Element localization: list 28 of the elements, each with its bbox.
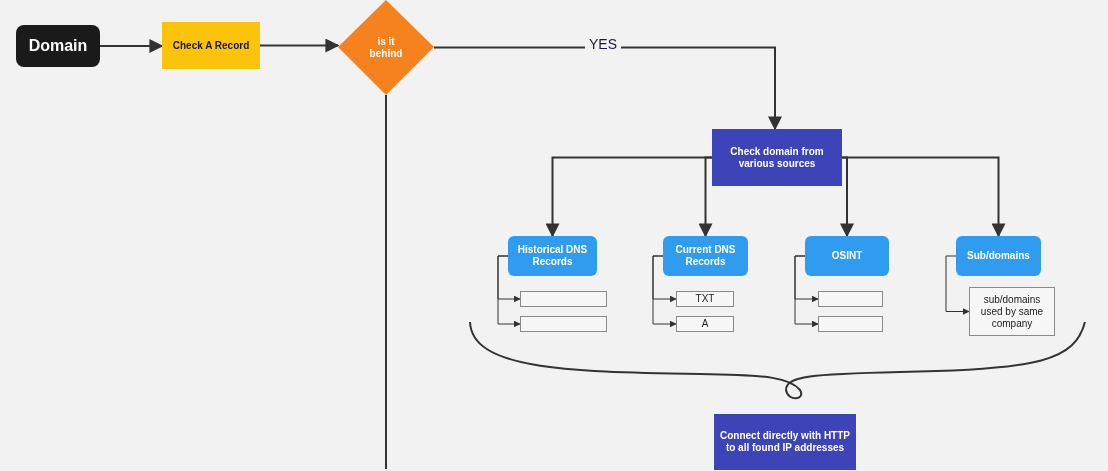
- process-box: Connect directly with HTTP to all found IP addresses: [714, 414, 856, 470]
- decision-diamond: is it behind: [338, 0, 434, 95]
- edge-label: YES: [585, 36, 621, 52]
- item-box: [520, 291, 607, 307]
- arrow: [433, 46, 782, 131]
- item-box: TXT: [676, 291, 734, 307]
- start-box: Domain: [16, 25, 100, 67]
- arrow: [259, 38, 340, 53]
- item-box: sub/domains used by same company: [969, 287, 1055, 336]
- process-box: OSINT: [805, 236, 889, 276]
- item-box: [818, 291, 883, 307]
- item-box: A: [676, 316, 734, 332]
- arrow: [652, 255, 677, 328]
- arrow: [945, 255, 970, 315]
- arrow: [99, 39, 164, 53]
- process-box: Sub/domains: [956, 236, 1041, 276]
- process-box: Current DNS Records: [663, 236, 748, 276]
- process-box: Check domain from various sources: [712, 129, 842, 186]
- arrow: [794, 255, 819, 328]
- process-box: Check A Record: [162, 22, 260, 69]
- line: [385, 94, 387, 470]
- process-box: Historical DNS Records: [508, 236, 597, 276]
- item-box: [520, 316, 607, 332]
- item-box: [818, 316, 883, 332]
- arrow: [840, 156, 854, 238]
- arrow: [841, 156, 1006, 238]
- arrow: [698, 156, 713, 238]
- arrow: [497, 255, 521, 328]
